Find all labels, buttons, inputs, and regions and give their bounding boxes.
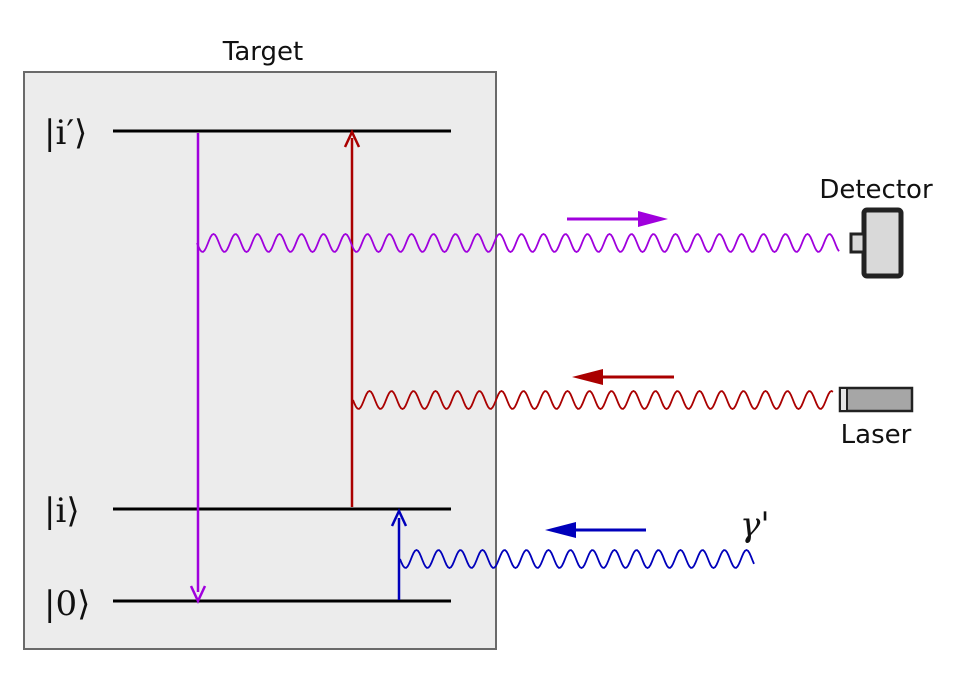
gamma-direction-arrowhead	[545, 522, 576, 538]
gamma-photon-wave	[399, 548, 755, 570]
level-label-excited: |i′⟩	[44, 113, 87, 153]
detector-window-icon	[849, 232, 866, 254]
laser-label: Laser	[841, 420, 912, 450]
level-label-ground: |0⟩	[44, 584, 90, 624]
target-box	[23, 71, 497, 650]
level-label-intermediate: |i⟩	[44, 491, 80, 531]
emitted-photon-wave	[196, 232, 840, 254]
laser-direction-arrowhead	[572, 369, 603, 385]
decay-arrowhead	[189, 585, 207, 604]
laser-icon	[838, 386, 914, 413]
detector-icon	[861, 207, 904, 279]
gamma-label: γ'	[740, 505, 770, 545]
gamma-excitation-arrowhead	[390, 508, 408, 527]
emitted-direction-arrowhead	[638, 211, 668, 227]
target-title: Target	[222, 37, 303, 67]
laser-excitation-arrowhead	[343, 129, 361, 148]
laser-aperture-icon	[839, 387, 848, 412]
detector-label: Detector	[819, 175, 933, 205]
laser-photon-wave	[352, 389, 834, 411]
